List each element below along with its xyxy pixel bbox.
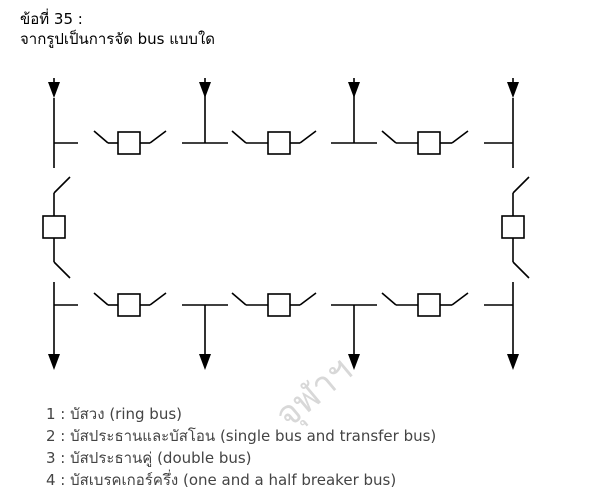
top-breaker-2 — [267, 131, 291, 155]
bus-diagram — [42, 78, 530, 370]
right-side-breaker — [501, 215, 525, 239]
arrow-down-icon — [348, 82, 360, 98]
question-number: ข้อที่ 35 : — [20, 10, 83, 28]
arrow-down-icon — [199, 82, 211, 98]
bottom-breaker-3 — [417, 293, 441, 317]
left-side-breaker — [42, 215, 66, 239]
question-text: จากรูปเป็นการจัด bus แบบใด — [20, 30, 216, 48]
option-2[interactable]: 2 : บัสประธานและบัสโอน (single bus and t… — [46, 427, 437, 445]
arrow-down-icon — [507, 354, 519, 370]
arrow-down-icon — [507, 82, 519, 98]
top-breaker-3 — [417, 131, 441, 155]
left-switch-top — [53, 176, 71, 194]
left-switch-bottom — [53, 261, 71, 279]
bottom-breaker-1 — [117, 293, 141, 317]
option-1[interactable]: 1 : บัสวง (ring bus) — [46, 405, 183, 423]
arrow-down-icon — [48, 354, 60, 370]
arrow-down-icon — [48, 82, 60, 98]
option-4[interactable]: 4 : บัสเบรคเกอร์ครึ่ง (one and a half br… — [46, 471, 397, 489]
right-switch-bottom — [512, 261, 530, 279]
bottom-breaker-2 — [267, 293, 291, 317]
arrow-down-icon — [199, 354, 211, 370]
right-switch-top — [512, 176, 530, 194]
top-breaker-1 — [117, 131, 141, 155]
arrow-down-icon — [348, 354, 360, 370]
option-3[interactable]: 3 : บัสประธานคู่ (double bus) — [46, 449, 252, 467]
